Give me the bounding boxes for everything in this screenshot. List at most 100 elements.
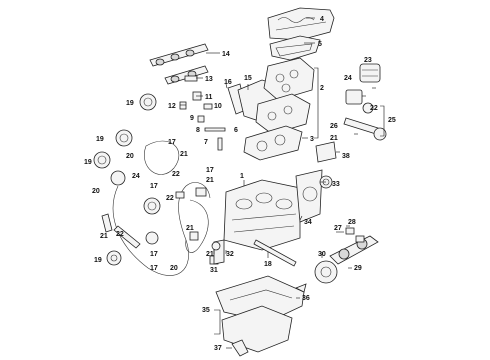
lash-adjuster <box>179 101 187 110</box>
callout-35: 35 <box>202 307 210 314</box>
cam-phaser-upper <box>139 93 157 111</box>
camshaft-upper <box>149 43 209 67</box>
callout-9: 9 <box>190 115 194 122</box>
oil-filter-housing <box>315 141 337 163</box>
oil-pickup-tube <box>231 339 249 357</box>
valve-spring <box>204 127 226 132</box>
cam-phaser-lower-left <box>110 170 126 186</box>
callout-31: 31 <box>210 267 218 274</box>
callout-17-mid: 17 <box>168 139 176 146</box>
callout-21-bottom: 21 <box>206 251 214 258</box>
crank-bearing <box>355 235 365 243</box>
callout-22-mid: 22 <box>172 171 180 178</box>
camshaft-lower <box>164 65 209 85</box>
callout-25: 25 <box>388 117 396 124</box>
valve-cover-gasket <box>269 35 321 61</box>
crank-bearing-upper <box>345 227 355 235</box>
rear-cover <box>295 169 323 223</box>
callout-3: 3 <box>310 136 314 143</box>
callout-27: 27 <box>334 225 342 232</box>
valve-spring-retainer <box>197 115 205 123</box>
callout-12: 12 <box>168 103 176 110</box>
crankshaft <box>329 235 379 265</box>
callout-17-end: 17 <box>150 265 158 272</box>
callout-10: 10 <box>214 103 222 110</box>
head-gasket <box>243 125 303 161</box>
intake-valve <box>217 137 223 151</box>
callout-21-mid: 21 <box>180 151 188 158</box>
chain-guide-left <box>101 213 113 233</box>
callout-20-bottom: 20 <box>170 265 178 272</box>
callout-13: 13 <box>205 76 213 83</box>
callout-20-mid: 20 <box>126 153 134 160</box>
callout-24-piston: 24 <box>344 75 352 82</box>
piston <box>345 89 374 114</box>
leader-lines <box>180 17 385 349</box>
callout-21-low: 21 <box>186 225 194 232</box>
cylinder-head <box>263 57 315 101</box>
piston-rings <box>359 63 381 83</box>
callout-21-piston: 21 <box>330 135 338 142</box>
callout-17-bottom: 17 <box>150 251 158 258</box>
callout-5: 5 <box>318 41 322 48</box>
camshaft-seal <box>184 75 198 82</box>
callout-28: 28 <box>348 219 356 226</box>
callout-22-lower: 22 <box>166 195 174 202</box>
dipstick-tube <box>253 239 297 267</box>
callout-24-left: 24 <box>132 173 140 180</box>
callout-7: 7 <box>204 139 208 146</box>
callout-38: 38 <box>342 153 350 160</box>
callout-37: 37 <box>214 345 222 352</box>
callout-2: 2 <box>320 85 324 92</box>
callout-33: 33 <box>332 181 340 188</box>
valve-cover <box>267 7 335 41</box>
callout-6: 6 <box>234 127 238 134</box>
callout-19-mid: 19 <box>96 136 104 143</box>
callout-29: 29 <box>354 265 362 272</box>
callout-18: 18 <box>264 261 272 268</box>
callout-19-left: 19 <box>84 159 92 166</box>
callout-30: 30 <box>318 251 326 258</box>
drain-plug <box>295 283 307 293</box>
callout-14: 14 <box>222 51 230 58</box>
callout-4: 4 <box>320 16 324 23</box>
callout-1: 1 <box>240 173 244 180</box>
callout-11: 11 <box>205 94 213 101</box>
crank-sprocket <box>145 231 159 245</box>
callout-17-lower: 17 <box>150 183 158 190</box>
callout-19-bottom: 19 <box>94 257 102 264</box>
callout-26: 26 <box>330 123 338 130</box>
chain-tensioner <box>175 187 207 199</box>
cam-phaser-left <box>93 151 111 169</box>
harmonic-balancer <box>314 260 338 284</box>
callout-15: 15 <box>244 75 252 82</box>
engine-block <box>223 179 301 251</box>
callout-34: 34 <box>304 219 312 226</box>
oil-pan-lower <box>221 305 293 353</box>
chain-guide-lower <box>113 225 141 249</box>
tensioner-bolt <box>189 231 199 241</box>
connecting-rod <box>343 117 387 141</box>
rocker-arm <box>203 103 213 110</box>
callout-22-piston: 22 <box>370 105 378 112</box>
callout-20-left: 20 <box>92 188 100 195</box>
callout-labels: 4 5 14 13 11 19 12 10 9 8 7 6 16 15 2 3 … <box>84 16 396 352</box>
callout-32: 32 <box>226 251 234 258</box>
callout-16: 16 <box>224 79 232 86</box>
cam-phaser-lower <box>143 197 161 215</box>
cam-phaser-mid <box>115 129 133 147</box>
callout-21-right: 21 <box>206 177 214 184</box>
callout-8: 8 <box>196 127 200 134</box>
callout-21-left: 21 <box>100 233 108 240</box>
callout-22-left: 22 <box>116 231 124 238</box>
callout-36: 36 <box>302 295 310 302</box>
oil-pump-bolt <box>211 241 221 251</box>
cam-phaser-bottom <box>106 250 122 266</box>
callout-23: 23 <box>364 57 372 64</box>
timing-chain-main <box>112 182 211 276</box>
callout-17-right: 17 <box>206 167 214 174</box>
callout-19-top: 19 <box>126 100 134 107</box>
timing-chain-upper <box>144 140 180 175</box>
oil-pan-upper <box>215 275 305 323</box>
